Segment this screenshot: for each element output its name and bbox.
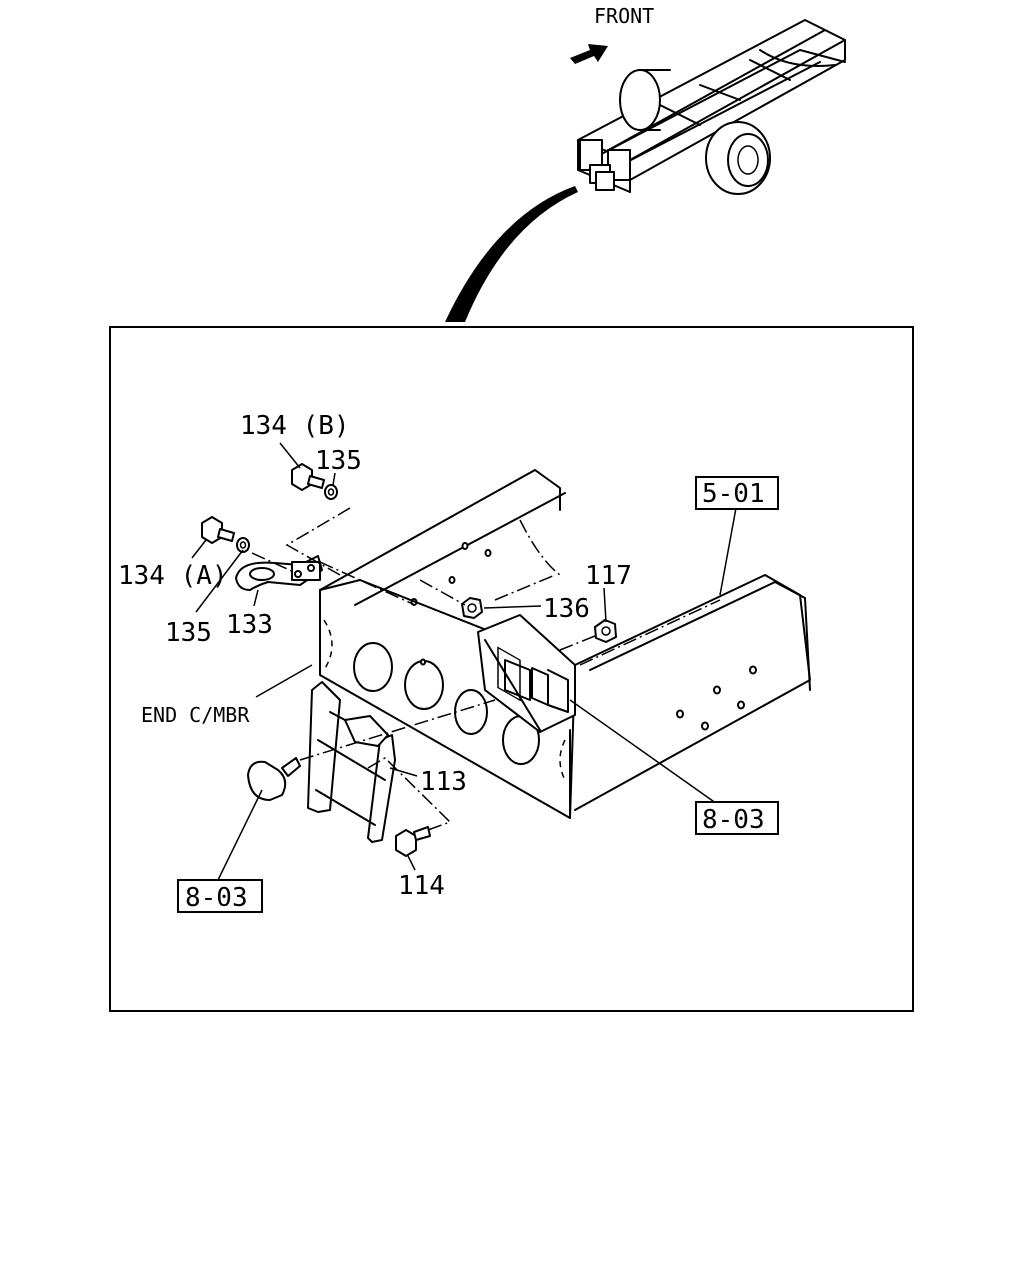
ref-lamp-right-8-03: 8-03 — [702, 805, 765, 835]
callout-113: 113 — [420, 767, 467, 797]
nut-136 — [461, 597, 483, 619]
bolt-134a — [201, 516, 235, 544]
end-member-label: END C/MBR — [141, 703, 250, 727]
leader-lines — [191, 442, 737, 881]
front-label: FRONT — [594, 4, 654, 28]
lamp-bracket — [307, 681, 396, 843]
bolt-134b — [291, 463, 325, 491]
ref-box-lamp-left — [177, 879, 263, 913]
ref-box-frame — [695, 476, 779, 510]
callout-134b: 134 (B) — [240, 411, 350, 441]
nut-117 — [594, 619, 617, 643]
callout-133: 133 — [226, 610, 273, 640]
bolt-114 — [395, 826, 431, 857]
callout-135-lower: 135 — [165, 618, 212, 648]
ref-lamp-left-8-03: 8-03 — [185, 883, 248, 913]
callout-117: 117 — [585, 561, 632, 591]
detail-pointer-arrow — [445, 186, 578, 322]
detail-frame — [109, 326, 914, 1012]
chassis-overview — [577, 19, 846, 195]
callout-136: 136 — [543, 594, 590, 624]
ref-box-lamp-right — [695, 801, 779, 835]
callout-134a: 134 (A) — [118, 561, 228, 591]
callout-114: 114 — [398, 871, 445, 901]
washer-135-lower — [236, 537, 250, 553]
frame-side-rail — [319, 469, 811, 811]
tow-hook — [235, 555, 323, 591]
rear-combination-lamp — [477, 614, 576, 733]
callout-135-upper: 135 — [315, 446, 362, 476]
license-plate-lamp — [247, 757, 301, 801]
washer-135-upper — [324, 484, 338, 500]
front-arrow-icon — [570, 44, 608, 64]
ref-frame-5-01: 5-01 — [702, 479, 765, 509]
end-cross-member — [319, 579, 576, 819]
